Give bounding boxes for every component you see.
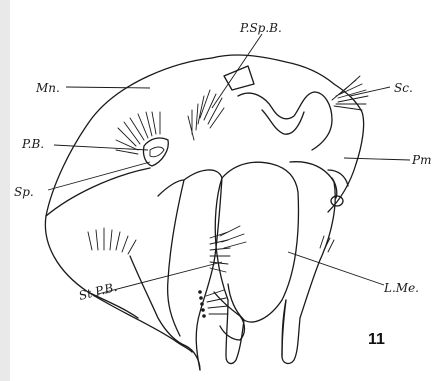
leader-lme	[288, 252, 384, 285]
galea	[130, 256, 200, 370]
leader-sc	[350, 87, 390, 96]
label-sc: Sc.	[394, 81, 413, 95]
spiracle	[143, 138, 168, 166]
occipital-lobe	[238, 92, 332, 150]
label-sp: Sp.	[14, 185, 34, 199]
label-pspb: P.Sp.B.	[239, 21, 282, 35]
stipes-inner	[158, 180, 184, 336]
median-lobe-tip	[226, 300, 244, 363]
mandible-outline	[45, 58, 212, 352]
label-lme: L.Me.	[383, 281, 419, 295]
setae-right-tuft	[320, 236, 334, 252]
page-edge-shadow	[0, 0, 10, 381]
figure-number: 11	[368, 331, 385, 348]
maxilla-right	[282, 162, 335, 364]
leader-pm	[344, 158, 410, 160]
sclerite-box	[224, 66, 254, 90]
label-pb: P.B.	[21, 137, 44, 151]
setae-lower-row	[198, 290, 228, 318]
label-pm: Pm	[411, 153, 431, 167]
median-lobe	[222, 162, 298, 322]
label-mn: Mn.	[35, 81, 60, 95]
spiracle-inner	[150, 147, 164, 157]
inner-lobe	[262, 110, 304, 134]
mandible-inner-ridge	[46, 168, 150, 216]
label-stpb: St.P.B.	[77, 280, 118, 303]
leader-pb	[54, 145, 148, 150]
setae-mandible-base	[88, 228, 136, 254]
leader-mn	[66, 87, 150, 88]
leader-pspb	[212, 34, 262, 108]
